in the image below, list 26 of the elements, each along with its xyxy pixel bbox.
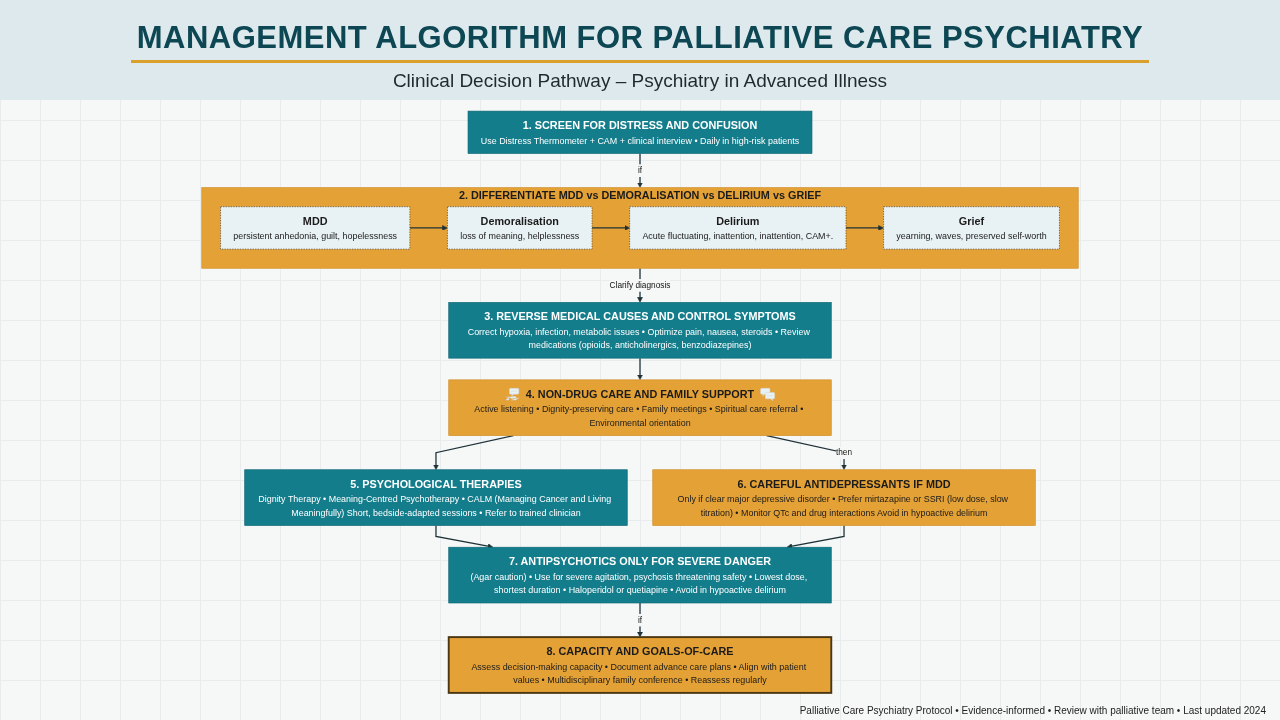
edge-label: if	[637, 165, 643, 176]
arrow	[786, 524, 845, 549]
node-box: 1. SCREEN FOR DISTRESS AND CONFUSION Use Distress Thermometer + CAM + clinical interview • Daily in high-risk patients	[467, 110, 813, 154]
edge-label: then	[835, 447, 853, 458]
arrow	[409, 225, 448, 231]
arrow	[637, 602, 643, 638]
node-box: Demoralisation loss of meaning, helplessness	[447, 206, 593, 250]
edge-label: if	[637, 615, 643, 625]
edge-label: Clarify diagnosis	[609, 280, 671, 290]
node-box: MDD persistent anhedonia, guilt, hopelessness	[220, 206, 411, 250]
node-box: 5. PSYCHOLOGICAL THERAPIES Dignity Therapy • Meaning-Centred Psychotherapy • CALM (Managing Cancer and Living Meaningfully) Short, bedside-adapted sessions • Refer to trained clinician	[244, 469, 628, 526]
arrow	[637, 357, 643, 381]
node-box: Delirium Acute fluctuating, inattention, inattention, CAM+.	[629, 206, 847, 250]
subtitle: Clinical Decision Pathway – Psychiatry in Advanced Illness	[392, 70, 888, 92]
arrow	[591, 225, 630, 231]
node-box: 7. ANTIPSYCHOTICS ONLY FOR SEVERE DANGER (Agar caution) • Use for severe agitation, psychosis threatening safety • Lowest dose, shortest duration • Haloperidol or quetiapine • Avoid in hypoactive delirium	[448, 546, 832, 604]
node-box: Grief yearning, waves, preserved self-worth	[883, 206, 1060, 250]
node-box: 6. CAREFUL ANTIDEPRESSANTS IF MDD Only if clear major depressive disorder • Prefer mirtazapine or SSRI (low dose, slow titration) • Monitor QTc and drug interactions Avoid in hypoactive delirium	[652, 469, 1036, 526]
node-box: 3. REVERSE MEDICAL CAUSES AND CONTROL SYMPTOMS Correct hypoxia, infection, metabolic issues • Optimize pain, nausea, steroids • Review medications (opioids, anticholinergics, benzodiazepines)	[448, 302, 832, 359]
title: MANAGEMENT ALGORITHM FOR PALLIATIVE CARE PSYCHIATRY	[130, 20, 1150, 63]
arrow	[435, 524, 494, 549]
arrow	[637, 152, 643, 188]
footer-note: Palliative Care Psychiatry Protocol • Evidence-informed • Review with palliative team • Last updated 2024	[799, 705, 1266, 716]
arrow	[845, 225, 884, 231]
node-box: 4. NON-DRUG CARE AND FAMILY SUPPORT Active listening • Dignity-preserving care • Family meetings • Spiritual care referral • Environmental orientation	[448, 379, 832, 436]
node-box: 8. CAPACITY AND GOALS-OF-CARE Assess decision-making capacity • Document advance care plans • Align with patient values • Multidisciplinary family conference • Reassess regularly	[447, 636, 833, 694]
